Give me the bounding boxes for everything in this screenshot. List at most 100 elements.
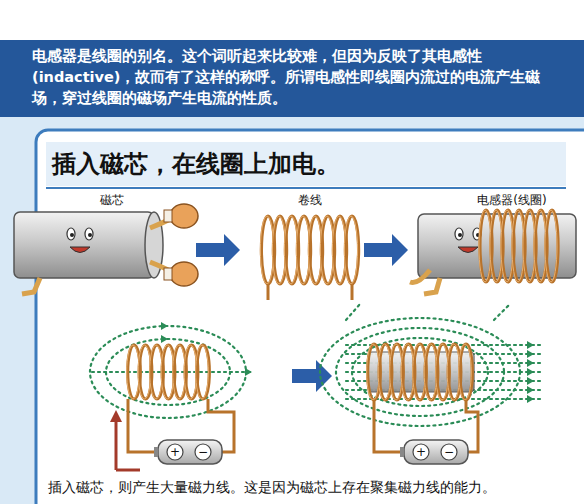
coil-highlight (367, 344, 380, 400)
coil-highlight (490, 210, 502, 282)
flow-arrow (364, 234, 408, 266)
coil-highlight (138, 345, 151, 399)
battery (158, 440, 222, 464)
boxing-glove (170, 204, 198, 228)
coil-highlight (184, 345, 197, 399)
figures (14, 204, 576, 470)
wire-coil (260, 216, 358, 284)
terminal-sign: + (416, 446, 426, 458)
coil-highlight (196, 345, 209, 399)
coil-winding (460, 344, 473, 400)
inductor-coil (367, 344, 473, 400)
magnetic-field-line (494, 304, 510, 320)
field-arrowhead (245, 368, 252, 376)
current-arrow (115, 420, 118, 470)
leg (424, 278, 440, 294)
part-label: 卷线 (298, 194, 322, 206)
cartoon-face (67, 228, 93, 253)
current-arrow (116, 469, 140, 472)
coil-highlight (260, 216, 273, 284)
wire (374, 400, 404, 452)
field-arrowhead (527, 386, 534, 394)
field-arrowhead (527, 359, 534, 367)
coil-highlight (344, 216, 357, 284)
glove-cuff (164, 268, 172, 280)
field-arrowhead (527, 341, 534, 349)
part-label: 电感器(线圈) (477, 194, 546, 206)
arm (410, 270, 430, 283)
core-body (14, 212, 154, 278)
coil-highlight (150, 345, 163, 399)
flow-arrow (292, 360, 332, 392)
coil-highlight (523, 210, 535, 282)
field-arrowhead (527, 377, 534, 385)
coil-highlight (378, 344, 391, 400)
header-band: 电感器是线圈的别名。这个词听起来比较难，但因为反映了其电感性(indactive… (0, 40, 584, 117)
coil-highlight (284, 216, 297, 284)
terminal-circle (167, 444, 183, 460)
eye (455, 228, 463, 240)
eye (67, 228, 75, 240)
battery-cap (154, 447, 158, 457)
flow-arrow (196, 234, 240, 266)
coil-highlight (459, 344, 472, 400)
pupil (458, 233, 462, 237)
coil-highlight (308, 216, 321, 284)
coil-winding (345, 216, 358, 284)
magnetic-field-line (352, 338, 488, 406)
wire-coil (127, 345, 210, 399)
eye (85, 228, 93, 240)
wire (351, 284, 354, 300)
coil-highlight (413, 344, 426, 400)
coil-highlight (401, 344, 414, 400)
glove-cuff (164, 210, 172, 222)
field-arrowhead (161, 335, 168, 343)
coil-highlight (479, 210, 491, 282)
title-rule (46, 187, 566, 189)
coil-highlight (332, 216, 345, 284)
mouth (70, 247, 90, 253)
coil-highlight (296, 216, 309, 284)
coil-highlight (320, 216, 333, 284)
coil-highlight (127, 345, 140, 399)
coil-highlight (436, 344, 449, 400)
wire (128, 399, 158, 452)
coil-highlight (424, 344, 437, 400)
part-label: 磁芯 (100, 194, 124, 206)
coil-highlight (534, 210, 546, 282)
coil-winding (197, 345, 210, 399)
pupil (70, 233, 74, 237)
wire (267, 284, 270, 300)
terminal-sign: + (170, 446, 180, 458)
terminal-circle (441, 444, 457, 460)
terminal-circle (195, 444, 211, 460)
pupil (88, 233, 92, 237)
field-arrowhead (161, 322, 168, 330)
coil-highlight (161, 345, 174, 399)
magnetic-field-line (90, 326, 246, 418)
terminal-sign: − (198, 446, 208, 458)
terminal-sign: − (444, 446, 454, 458)
magnetic-field-line (92, 371, 250, 373)
field-arrowhead (527, 350, 534, 358)
leg (22, 278, 40, 294)
terminal-circle (413, 444, 429, 460)
coil-highlight (501, 210, 513, 282)
coil-highlight (512, 210, 524, 282)
coil-highlight (390, 344, 403, 400)
caption: 插入磁芯，则产生大量磁力线。这是因为磁芯上存在聚集磁力线的能力。 (48, 479, 496, 497)
inductor-coil (479, 210, 558, 282)
field-arrowhead (527, 395, 534, 403)
coil-highlight (545, 210, 557, 282)
title: 插入磁芯，在线圈上加电。 (52, 148, 340, 180)
title-strip (46, 142, 566, 186)
core-body (418, 214, 576, 278)
current-arrowhead (110, 410, 122, 422)
boxing-glove (170, 262, 198, 286)
panel (36, 130, 584, 504)
battery (404, 440, 468, 464)
coil-highlight (447, 344, 460, 400)
coil-highlight (173, 345, 186, 399)
intro-text: 电感器是线圈的别名。这个词听起来比较难，但因为反映了其电感性(indactive… (32, 46, 554, 109)
field-arrowhead (527, 368, 534, 376)
